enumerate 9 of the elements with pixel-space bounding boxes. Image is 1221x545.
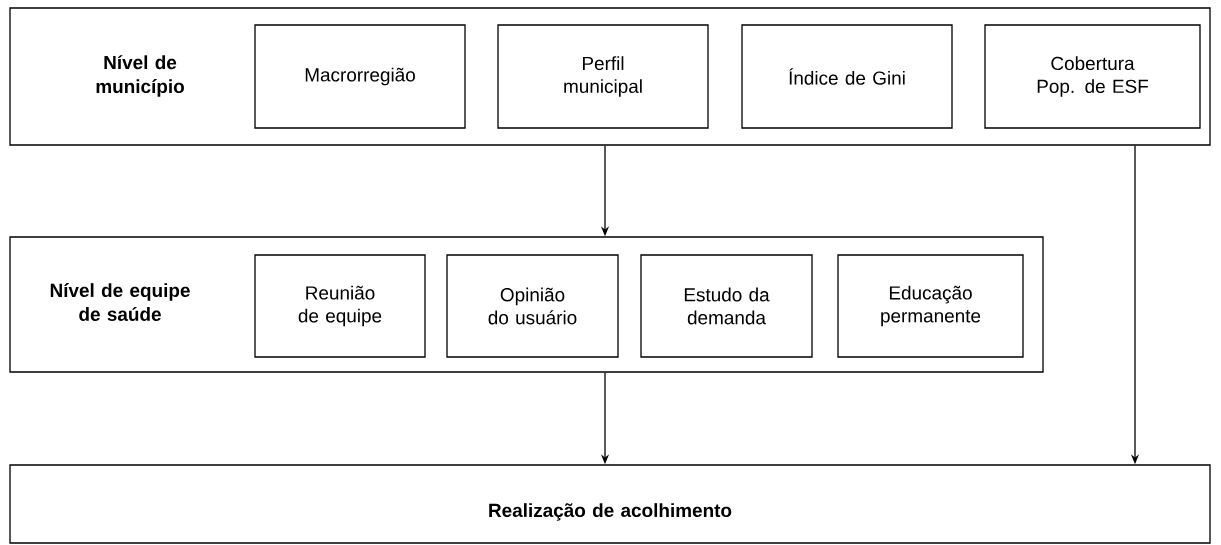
factor-box: Cobertura Pop. de ESF (984, 24, 1201, 129)
factor-box: Índice de Gini (741, 24, 953, 129)
factor-box: Reunião de equipe (254, 254, 426, 358)
factor-box: Macrorregião (254, 24, 466, 129)
panel: Realização de acolhimento (9, 464, 1211, 544)
factor-box: Educação permanente (837, 254, 1024, 358)
factor-box: Opinião do usuário (446, 254, 619, 358)
factor-box: Estudo da demanda (640, 254, 813, 358)
factor-box: Perfil municipal (497, 24, 709, 129)
